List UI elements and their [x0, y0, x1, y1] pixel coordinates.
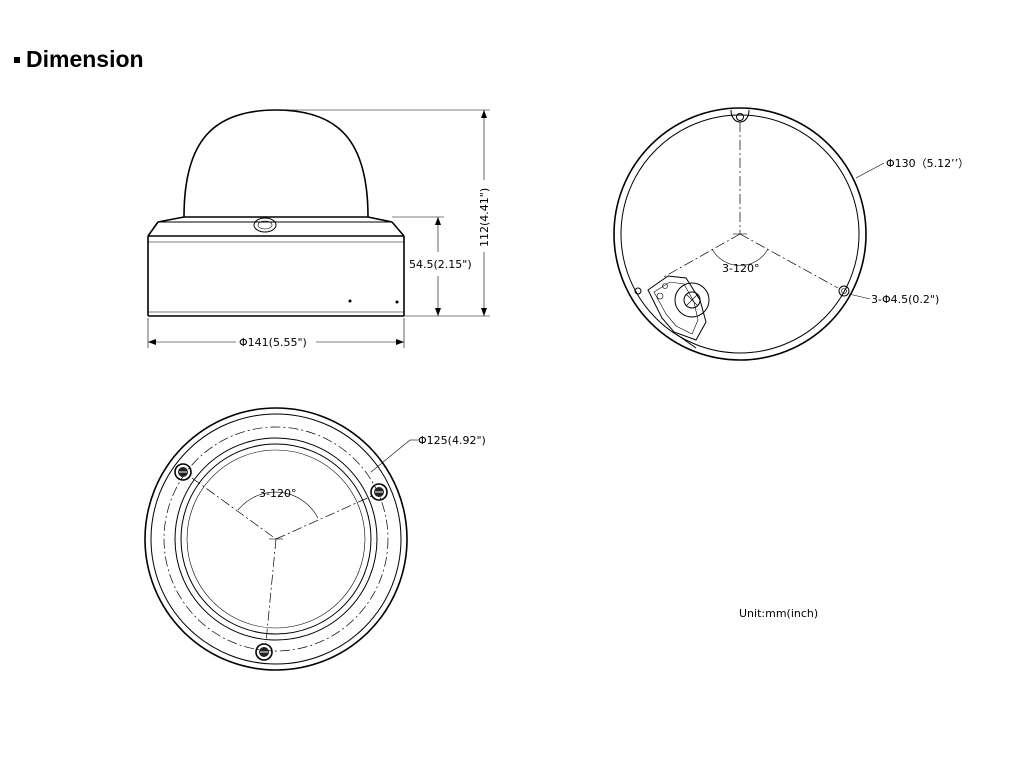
height-base-label: 54.5(2.15")	[409, 258, 472, 271]
section-heading: Dimension	[14, 46, 144, 73]
bracket-tab	[675, 333, 697, 349]
bracket-screw	[662, 283, 668, 289]
indicator-dot	[395, 300, 399, 304]
screw-icon	[370, 483, 388, 501]
cable-bracket	[647, 275, 707, 341]
mount-outer-circle	[613, 107, 867, 361]
cable-gland-inner	[683, 291, 701, 309]
screw-icon	[255, 643, 273, 661]
angle-arc	[711, 248, 769, 266]
bullet-icon	[14, 56, 20, 63]
collar-outline	[157, 216, 393, 223]
height-total-label: 112(4.41")	[478, 188, 491, 247]
width-label: Φ141(5.55")	[239, 336, 307, 349]
screw-icon	[174, 463, 192, 481]
mount-hole-left	[634, 287, 642, 295]
mount-plate-view: 3-120° Φ130（5.12’’） 3-Φ4.5(0.2")	[613, 107, 969, 361]
body-shoulder	[147, 221, 405, 237]
center-line	[191, 477, 277, 540]
mount-hole-right	[838, 285, 850, 297]
side-view: 112(4.41") 54.5(2.15") Φ141(5.55")	[147, 109, 491, 349]
mount-hole-right-inner	[841, 288, 847, 294]
mount-inner-circle	[620, 114, 860, 354]
bracket-screw	[656, 292, 664, 300]
center-line	[739, 233, 839, 289]
leader-line	[848, 293, 871, 300]
mount-holes-label: 3-Φ4.5(0.2")	[871, 293, 939, 306]
bottom-bolt-circle	[163, 426, 389, 652]
mount-angle-label: 3-120°	[722, 262, 759, 275]
bottom-view: 3-120° Φ125(4.92")	[144, 407, 486, 671]
unit-note: Unit:mm(inch)	[739, 607, 818, 620]
angle-arc	[237, 491, 319, 519]
bottom-dome-edge	[186, 449, 366, 629]
leader-line	[855, 162, 885, 179]
center-line	[275, 495, 373, 540]
bottom-lens-ring-inner	[180, 443, 372, 635]
bottom-angle-label: 3-120°	[259, 487, 296, 500]
cable-bracket-inner	[653, 281, 699, 335]
dome-outline	[183, 109, 369, 218]
screw-boss	[253, 217, 277, 233]
mount-diameter-label: Φ130（5.12’’）	[886, 157, 969, 170]
cable-gland	[674, 282, 710, 318]
bottom-outer-circle	[144, 407, 408, 671]
bottom-diameter-label: Φ125(4.92")	[418, 434, 486, 447]
leader-line	[370, 439, 411, 473]
bottom-lens-ring	[174, 437, 378, 641]
bottom-ring	[150, 413, 402, 665]
gland-mark	[685, 293, 699, 307]
center-line	[661, 233, 741, 279]
mount-hole-top	[736, 113, 744, 121]
section-title: Dimension	[26, 46, 144, 72]
center-line	[265, 538, 277, 643]
indicator-dot	[348, 299, 352, 303]
screw-boss-inner	[257, 220, 273, 230]
